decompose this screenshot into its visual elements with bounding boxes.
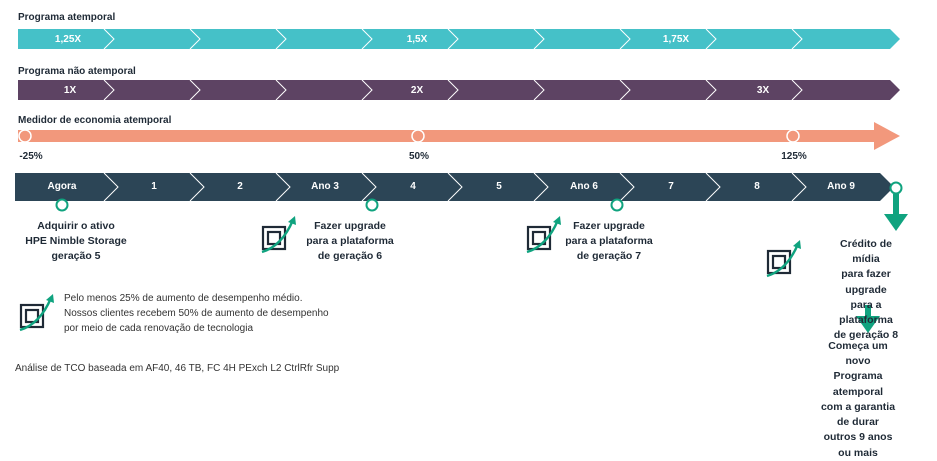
timeline-year-6: Ano 6 — [570, 181, 598, 192]
savings-marker-3 — [786, 129, 800, 143]
timeline-year-4: 4 — [410, 181, 416, 192]
timeline-markers — [55, 181, 908, 333]
timeless-multiplier-3: 1,75X — [662, 34, 690, 45]
milestone-acquire: Adquirir o ativo HPE Nimble Storage gera… — [25, 220, 127, 263]
tco-footnote: Análise de TCO baseada em AF40, 46 TB, F… — [15, 363, 340, 374]
timeline-year-8: 8 — [754, 181, 760, 192]
savings-meter-label: Medidor de economia atemporal — [18, 115, 172, 126]
savings-value-3: 125% — [781, 151, 807, 162]
timeless-multiplier-2: 1,5X — [406, 34, 428, 45]
milestone-media-credit: Crédito de mídia para fazer upgrade para… — [833, 238, 899, 342]
year3-marker — [365, 198, 379, 212]
timeline-year-3: Ano 3 — [311, 181, 339, 192]
timeline-year-5: 5 — [496, 181, 502, 192]
year6-marker — [610, 198, 624, 212]
upgrade-growth-icon — [261, 216, 296, 254]
upgrade-growth-icon — [766, 240, 801, 278]
non-timeless-program-label: Programa não atemporal — [18, 66, 136, 77]
timeless-program-label: Programa atemporal — [18, 12, 116, 23]
timeline-year-9: Ano 9 — [827, 181, 855, 192]
savings-marker-2 — [411, 129, 425, 143]
timeless-multiplier-1: 1,25X — [54, 34, 82, 45]
upgrade-growth-icon — [19, 294, 54, 332]
acquire-marker — [55, 198, 69, 212]
timeline-year-1: 1 — [151, 181, 157, 192]
timeline-year-2: 2 — [237, 181, 243, 192]
performance-note: Pelo menos 25% de aumento de desempenho … — [64, 293, 329, 334]
savings-meter-arrow — [18, 122, 900, 150]
savings-value-2: 50% — [408, 151, 430, 162]
non-timeless-multiplier-3: 3X — [756, 85, 770, 96]
milestone-upgrade-gen7: Fazer upgrade para a plataforma de geraç… — [565, 220, 653, 263]
timeline-year-0: Agora — [47, 181, 77, 192]
savings-value-1: -25% — [19, 151, 43, 162]
savings-marker-1 — [18, 129, 32, 143]
milestone-upgrade-gen6: Fazer upgrade para a plataforma de geraç… — [306, 220, 394, 263]
down-arrow-icon — [856, 316, 880, 333]
upgrade-growth-icon — [526, 216, 561, 254]
timeline-year-7: 7 — [668, 181, 674, 192]
timeline-bar — [15, 172, 894, 202]
down-arrow-icon — [884, 214, 908, 231]
non-timeless-multiplier-1: 1X — [63, 85, 77, 96]
timeless-program-bar — [18, 28, 900, 50]
year9-marker — [889, 181, 903, 195]
milestone-new-program: Começa um novo Programa atemporal com a … — [820, 340, 896, 459]
non-timeless-program-bar — [18, 79, 900, 101]
non-timeless-multiplier-2: 2X — [410, 85, 424, 96]
